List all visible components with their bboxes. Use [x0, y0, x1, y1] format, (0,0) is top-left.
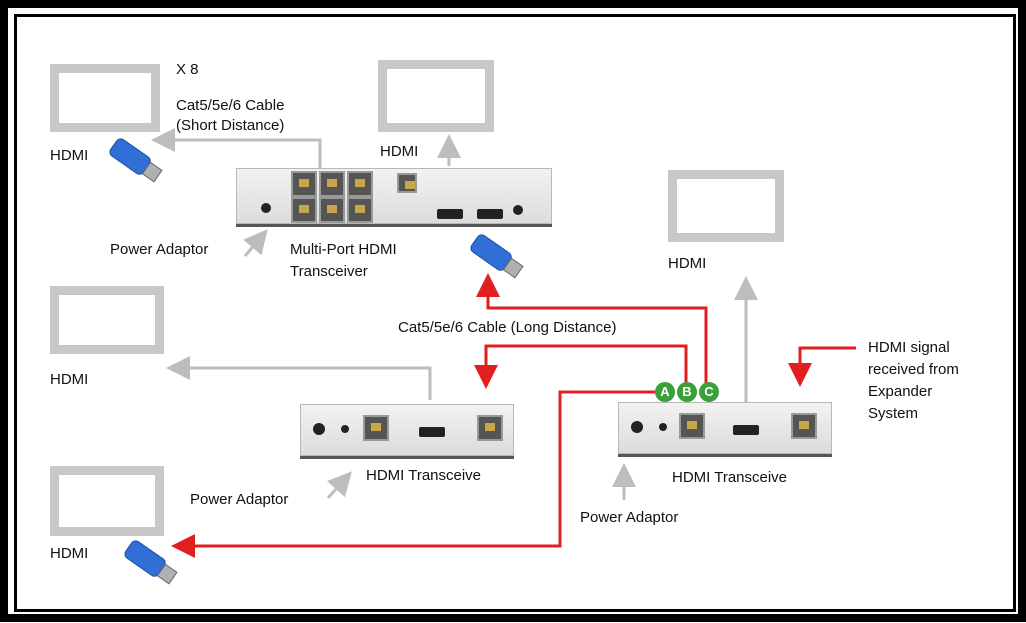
label-cable-short-line1: Cat5/5e/6 Cable [176, 97, 285, 114]
label-hdmi-right: HDMI [668, 255, 707, 272]
hdmi-out-port [477, 209, 503, 219]
inner-border [14, 14, 1016, 612]
label-power-adaptor-1: Power Adaptor [110, 241, 209, 258]
hdmi-out-port [437, 209, 463, 219]
label-transceive-left: HDMI Transceive [366, 467, 482, 484]
label-signal-line2: received from [868, 361, 959, 378]
label-transceive-right: HDMI Transceive [672, 469, 788, 486]
dongle-top-left-icon [109, 138, 163, 183]
rj45-port [477, 415, 503, 441]
gray-arrow-power-1 [243, 229, 268, 257]
hdmi-port [733, 425, 759, 435]
badge-c: C [699, 382, 719, 402]
gray-arrow-mid-monitor [166, 356, 432, 400]
badge-a: A [655, 382, 675, 402]
monitor-top-center [378, 60, 494, 132]
multiport-button [513, 205, 523, 215]
red-signal-arrow [788, 346, 856, 387]
label-x8: X 8 [176, 61, 199, 78]
label-power-adaptor-2: Power Adaptor [190, 491, 289, 508]
rj45-port [319, 171, 345, 197]
multiport-power-jack [261, 203, 271, 213]
label-hdmi-bottom-left: HDMI [50, 545, 89, 562]
rj45-port [363, 415, 389, 441]
transceiver-power-jack [631, 421, 643, 433]
dongle-bottom-left-icon [124, 540, 178, 585]
label-signal-line3: Expander [868, 383, 933, 400]
rj45-port [679, 413, 705, 439]
rj45-port [347, 171, 373, 197]
red-cable-a [171, 390, 664, 558]
transceiver-power-jack [313, 423, 325, 435]
label-hdmi-middle-left: HDMI [50, 371, 89, 388]
monitor-middle-left [50, 286, 164, 354]
label-hdmi-top-left: HDMI [50, 147, 89, 164]
monitor-right [668, 170, 784, 242]
rj45-port [791, 413, 817, 439]
label-signal-line4: System [868, 405, 919, 422]
transceiver-button [341, 425, 349, 433]
badge-b: B [677, 382, 697, 402]
label-cable-short-line2: (Short Distance) [176, 117, 285, 134]
dongle-multiport-icon [470, 234, 524, 279]
label-power-adaptor-3: Power Adaptor [580, 509, 679, 526]
rj45-port [319, 197, 345, 223]
red-cable-c [476, 273, 708, 396]
multiport-transceiver [236, 168, 552, 224]
label-signal-line1: HDMI signal [868, 339, 950, 356]
transceiver-button [659, 423, 667, 431]
label-hdmi-top-center: HDMI [380, 143, 419, 160]
rj45-port [291, 171, 317, 197]
hdmi-transceiver-right [618, 402, 832, 454]
rj45-port-input [397, 173, 417, 193]
gray-arrow-power-2 [326, 471, 353, 500]
label-multiport-line2: Transceiver [290, 263, 368, 280]
rj45-port [347, 197, 373, 223]
hdmi-transceiver-left [300, 404, 514, 456]
label-multiport-line1: Multi-Port HDMI [290, 241, 397, 258]
gray-cable-short [151, 128, 322, 168]
red-cable-b [474, 344, 688, 396]
label-cable-long: Cat5/5e/6 Cable (Long Distance) [398, 319, 617, 336]
rj45-port [291, 197, 317, 223]
hdmi-port [419, 427, 445, 437]
monitor-bottom-left [50, 466, 164, 536]
monitor-top-left [50, 64, 160, 132]
